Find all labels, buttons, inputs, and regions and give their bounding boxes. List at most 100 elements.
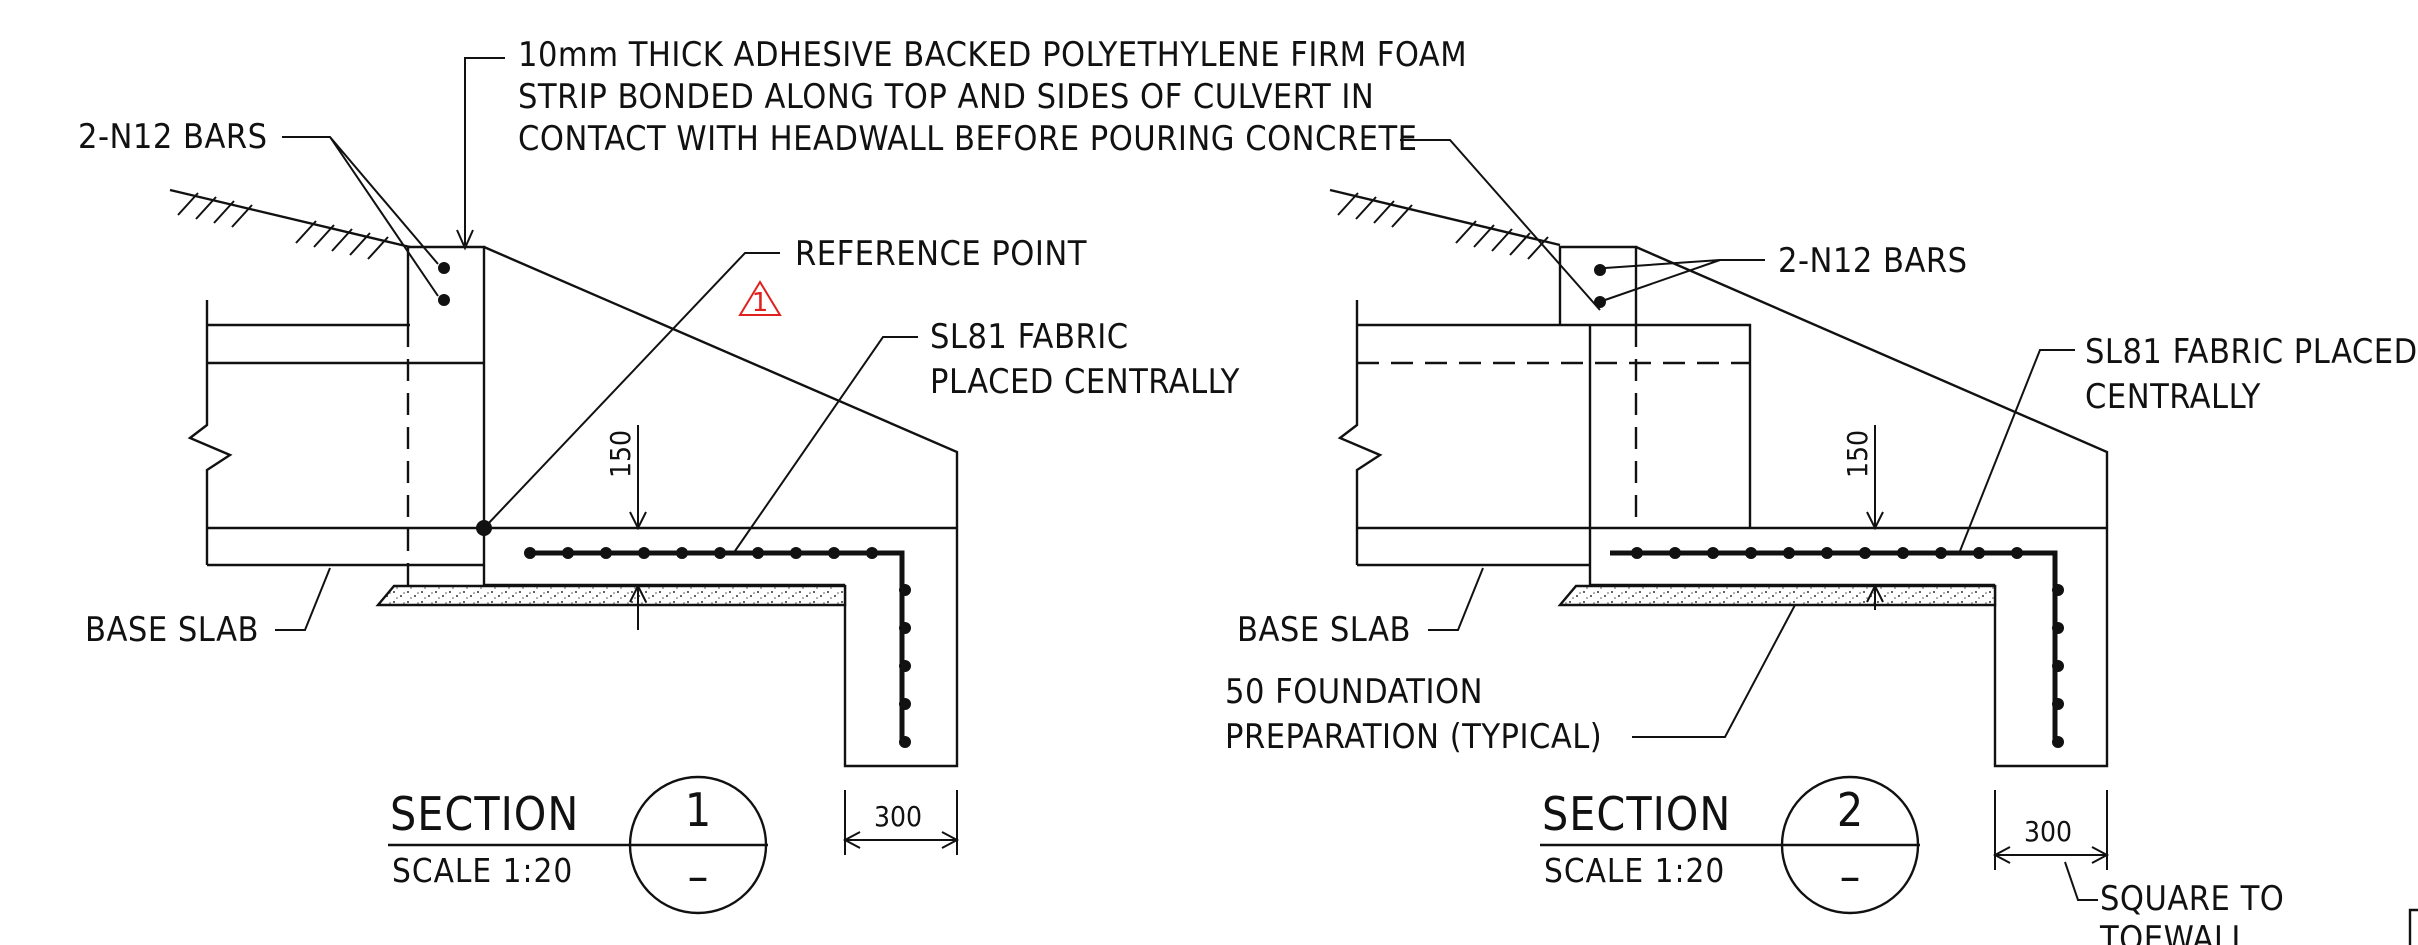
dim-150-arrow-lower-right [1866,583,1884,610]
fabric-dots-right [1631,547,2064,748]
fabric-note-right-line1: SL81 FABRIC PLACED [2085,332,2418,372]
reinforcement-dot [2052,622,2064,634]
fabric-note-left-line1: SL81 FABRIC [930,317,1129,357]
culvert-base-right [1357,526,2107,567]
break-line-left [187,300,233,565]
fabric-note-right-line2: CENTRALLY [2085,377,2261,417]
reinforcement-dot [2052,660,2064,672]
dim-150-arrow-lower-left [629,583,647,630]
reinforcement-dot [790,547,802,559]
foam-strip-note-line1: 10mm THICK ADHESIVE BACKED POLYETHYLENE … [518,35,1467,75]
culvert-top-right [1357,323,1752,528]
ground-hatch-right [1337,192,1549,260]
reinforcement-dot [899,584,911,596]
dim-150-arrow-right [1866,425,1884,531]
bars-note-right: 2-N12 BARS [1778,241,1968,281]
n12-bar-top-left [438,262,450,274]
reinforcement-dot [1707,547,1719,559]
section-2-bubble [1780,775,1920,915]
culvert-base-left [207,526,484,567]
ground-line-left [169,188,411,249]
leader-lines [275,57,2098,901]
dim-150-arrow-left [629,425,647,531]
base-slab-note-left: BASE SLAB [85,610,259,650]
reinforcement-dot [1669,547,1681,559]
reinforcement-dot [2052,698,2064,710]
section-1-title: SECTION SCALE 1:20 1 – [388,775,768,915]
section-2-number: 2 [1837,783,1863,837]
reinforcement-dot [2011,547,2023,559]
section-1-sheet: – [688,849,709,903]
revision-marker: 1 [738,280,782,318]
reinforcement-dot [752,547,764,559]
dim-300-line-left [844,790,958,855]
reinforcement-dot [899,660,911,672]
square-note-line2: TOEWALL [2099,919,2249,945]
section-1-bubble [628,775,768,915]
revision-number: 1 [752,288,769,318]
reinforcement-dot [1631,547,1643,559]
fabric-dots-left [524,547,911,748]
reinforcement-dot [524,547,536,559]
foundation-prep-left [375,584,847,607]
section-1-drawing [169,188,960,855]
base-slab-note-right: BASE SLAB [1237,610,1411,650]
bars-note-left: 2-N12 BARS [78,117,268,157]
reinforcement-dot [899,622,911,634]
reinforcement-dot [1745,547,1757,559]
foundation-prep-right [1557,584,1997,607]
section-2-title: SECTION SCALE 1:20 2 – [1540,775,1920,915]
ground-line-right [1329,188,1561,247]
section-2-label: SECTION [1542,787,1731,841]
annotation-text: 10mm THICK ADHESIVE BACKED POLYETHYLENE … [78,35,2418,945]
reinforcement-dot [676,547,688,559]
reinforcement-dot [1935,547,1947,559]
section-2-sheet: – [1840,849,1861,903]
dim-300-arrows-right [1992,846,2110,864]
dim-300-arrows-left [842,831,960,849]
reinforcement-dot [1859,547,1871,559]
fabric-bar-left [527,550,905,745]
foam-strip-note-line2: STRIP BONDED ALONG TOP AND SIDES OF CULV… [518,77,1374,117]
fabric-bar-right [1610,550,2058,745]
dim-300-line-right [1994,790,2108,870]
headwall-inner-left [482,325,957,587]
section-1-number: 1 [685,783,711,837]
fabric-note-left-line2: PLACED CENTRALLY [930,362,1240,402]
reinforcement-dot [1821,547,1833,559]
reinforcement-dot [828,547,840,559]
n12-bar-bottom-right [1594,296,1606,308]
section-1-label: SECTION [390,787,579,841]
foundation-note-line2: PREPARATION (TYPICAL) [1225,717,1602,757]
reinforcement-dot [562,547,574,559]
ground-hatch-left [177,192,389,260]
dim-300-left-label: 300 [874,800,922,833]
section-2-drawing [1329,188,2110,870]
reinforcement-dot [1783,547,1795,559]
reinforcement-dot [2052,736,2064,748]
reference-point-note: REFERENCE POINT [795,234,1087,274]
reinforcement-dot [2052,584,2064,596]
square-note-line1: SQUARE TO [2100,879,2284,919]
dim-300-right-label: 300 [2024,815,2072,848]
reinforcement-dot [714,547,726,559]
headwall-outline-left [483,245,959,768]
reinforcement-dot [1973,547,1985,559]
section-2-scale: SCALE 1:20 [1544,851,1725,890]
reinforcement-dot [1897,547,1909,559]
headwall-cap-right [1558,245,1638,325]
break-line-right [1337,300,1383,565]
n12-bar-bottom-left [438,294,450,306]
reinforcement-dot [899,698,911,710]
headwall-cap-left [406,245,486,325]
reinforcement-dot [899,736,911,748]
reinforcement-dot [638,547,650,559]
foam-strip-note-line3: CONTACT WITH HEADWALL BEFORE POURING CON… [518,119,1417,159]
n12-bar-top-right [1594,264,1606,276]
foundation-note-line1: 50 FOUNDATION [1225,672,1483,712]
dim-150-right-label: 150 [1841,430,1874,478]
reinforcement-dot [600,547,612,559]
section-1-scale: SCALE 1:20 [392,851,573,890]
dim-150-left-label: 150 [604,430,637,478]
